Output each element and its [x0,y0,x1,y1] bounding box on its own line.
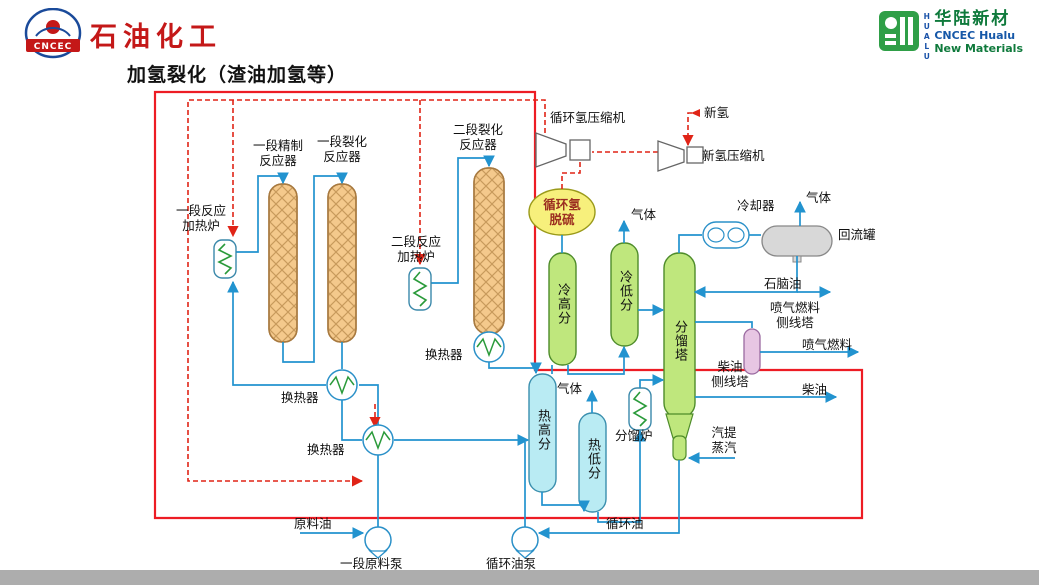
stage2-heater [408,267,432,311]
stage2-cracking-reactor [473,167,505,335]
label-gas-hot-lp: 气体 [557,381,583,396]
fresh-h2-line [682,112,700,147]
hx2-to-hx1-line [359,384,379,425]
hot-lp-to-furnace-line [597,429,646,523]
label-gas-cold-lp: 气体 [631,207,657,222]
label-stage2-heater: 二段反应加热炉 [390,234,441,264]
stage1-cracking-reactor [327,183,357,343]
label-gas-top: 气体 [806,190,832,205]
air-cooler [702,221,750,249]
label-reflux-drum: 回流罐 [838,227,876,242]
label-cold-hp-separator: 冷高分 [555,283,570,325]
page-title: 加氢裂化（渣油加氢等） [127,64,348,86]
heat-exchanger-3 [473,331,505,363]
column-overhead-line [678,234,702,253]
furnace-to-column-line [639,374,665,388]
label-diesel-stripper: 柴油侧线塔 [711,359,749,389]
label-heat-exchanger-2: 换热器 [307,442,345,457]
label-hot-hp-separator: 热高分 [535,409,550,451]
recycle-oil-pump-icon [511,526,539,559]
reactor1-to-reactor2-line [282,172,348,363]
cold-hp-to-cold-lp-line [567,345,630,375]
label-stage1-refining-reactor: 一段精制反应器 [252,138,303,168]
brand-petrochemical: 石油化工 [90,21,222,53]
label-fresh-h2-compressor: 新氢压缩机 [702,148,765,163]
label-recycle-h2-desulf: 循环氢脱硫 [543,197,581,227]
stage1-heater [213,239,237,279]
label-stripping-steam: 汽提蒸汽 [711,425,737,455]
stage1-feed-pump-icon [364,526,392,559]
hx1-to-heater1-line [227,280,326,386]
hualu-name-en1: CNCEC Hualu [934,29,1016,42]
cncec-logo: CNCEC 石油化工 [24,8,222,60]
recycle-h2-main-line [187,99,546,487]
hualu-logo: HUALU 华陆新材 CNCEC Hualu New Materials [878,10,1023,62]
hualu-name-cn: 华陆新材 [934,9,1011,29]
label-cooler: 冷却器 [737,198,775,213]
label-fresh-h2: 新氢 [704,105,730,120]
label-jet-fuel-stripper: 喷气燃料侧线塔 [769,300,820,330]
heater2-to-reactor3-line [431,155,495,284]
bottom-bar [0,570,1039,585]
label-stage1-heater: 一段反应加热炉 [175,203,226,233]
label-naphtha: 石脑油 [764,276,802,291]
label-jet-fuel: 喷气燃料 [802,337,853,352]
label-hot-lp-separator: 热低分 [585,438,600,480]
label-recycle-oil: 循环油 [606,516,644,531]
label-feed-oil: 原料油 [294,516,332,531]
fresh-h2-arrow [691,109,700,117]
fresh-h2-compressor-icon [657,140,704,172]
column-to-stripper-line [695,321,753,328]
label-stage2-cracking-reactor: 二段裂化反应器 [452,122,503,152]
label-heat-exchanger-3: 换热器 [425,347,463,362]
hualu-vertical-text: HUALU [922,12,932,62]
heater1-to-reactor1-line [236,172,289,253]
cncec-emblem-text: CNCEC [34,42,73,52]
boundary-box [153,90,864,520]
cncec-emblem-icon: CNCEC [24,8,82,59]
hualu-icon [879,11,920,51]
heat-exchanger-2 [362,424,394,456]
label-recycle-h2-compressor: 循环氢压缩机 [550,110,626,125]
label-recycle-oil-pump: 循环油泵 [486,556,537,571]
label-heat-exchanger-1: 换热器 [281,390,319,405]
label-cold-lp-separator: 冷低分 [617,270,632,312]
hx1-to-hx2-line [341,400,362,441]
label-fractionator: 分馏塔 [672,320,687,362]
process-lines [227,155,860,539]
recycle-h2-compressor-icon [535,132,591,168]
label-stage1-feed-pump: 一段原料泵 [340,556,403,571]
heat-exchanger-1 [326,369,358,401]
compressor-suction-line [561,161,581,189]
stage1-refining-reactor [268,183,298,343]
label-stage1-cracking-reactor: 一段裂化反应器 [316,134,367,164]
hualu-name-en2: New Materials [934,42,1023,55]
fractionation-furnace [628,387,652,431]
label-frac-furnace: 分馏炉 [615,428,653,443]
hot-hp-to-hot-lp-line [541,492,590,513]
hydrogen-lines [187,99,700,487]
recycle-oil-line [537,460,680,539]
hx3-to-hot-hp-line [488,362,542,375]
label-diesel: 柴油 [802,382,828,397]
